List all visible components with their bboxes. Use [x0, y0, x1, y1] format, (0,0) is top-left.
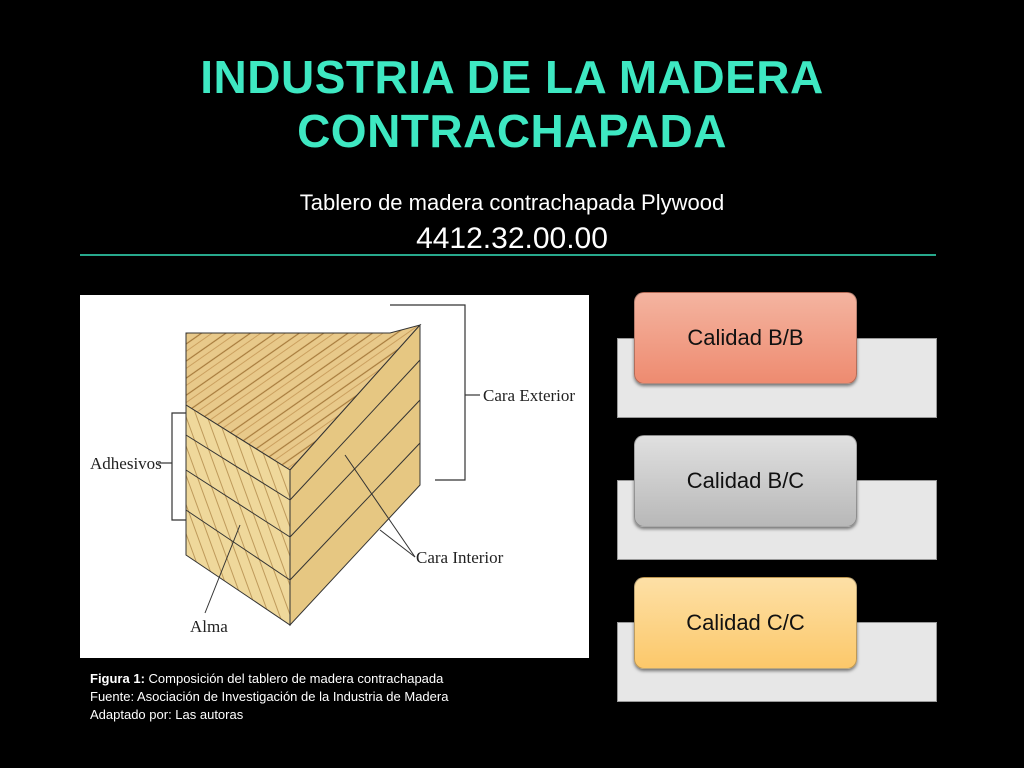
plywood-illustration: Cara Exterior Adhesivos Cara Interior Al… — [90, 304, 575, 636]
subtitle: Tablero de madera contrachapada Plywood — [299, 190, 725, 215]
slide-title: INDUSTRIA DE LA MADERA CONTRACHAPADA — [0, 50, 1024, 158]
caption-adapted: Adaptado por: Las autoras — [90, 707, 244, 722]
title-line-1: INDUSTRIA DE LA MADERA — [200, 51, 824, 103]
label-cara-exterior: Cara Exterior — [483, 386, 575, 405]
title-line-2: CONTRACHAPADA — [297, 105, 727, 157]
caption-figure-text: Composición del tablero de madera contra… — [144, 671, 444, 686]
caption-figure-label: Figura 1: — [90, 671, 145, 686]
tariff-code: 4412.32.00.00 — [416, 222, 608, 255]
caption-source: Fuente: Asociación de Investigación de l… — [90, 689, 449, 704]
figure-caption: Figura 1: Composición del tablero de mad… — [90, 670, 570, 724]
label-alma: Alma — [190, 617, 228, 636]
divider-line — [80, 254, 936, 256]
quality-box-bb: Calidad B/B — [634, 292, 857, 384]
quality-box-cc: Calidad C/C — [634, 577, 857, 669]
label-adhesivos: Adhesivos — [90, 454, 162, 473]
label-cara-interior: Cara Interior — [416, 548, 504, 567]
quality-box-bc: Calidad B/C — [634, 435, 857, 527]
plywood-diagram: Cara Exterior Adhesivos Cara Interior Al… — [80, 295, 589, 658]
caption-figure-line: Figura 1: Composición del tablero de mad… — [90, 670, 570, 688]
